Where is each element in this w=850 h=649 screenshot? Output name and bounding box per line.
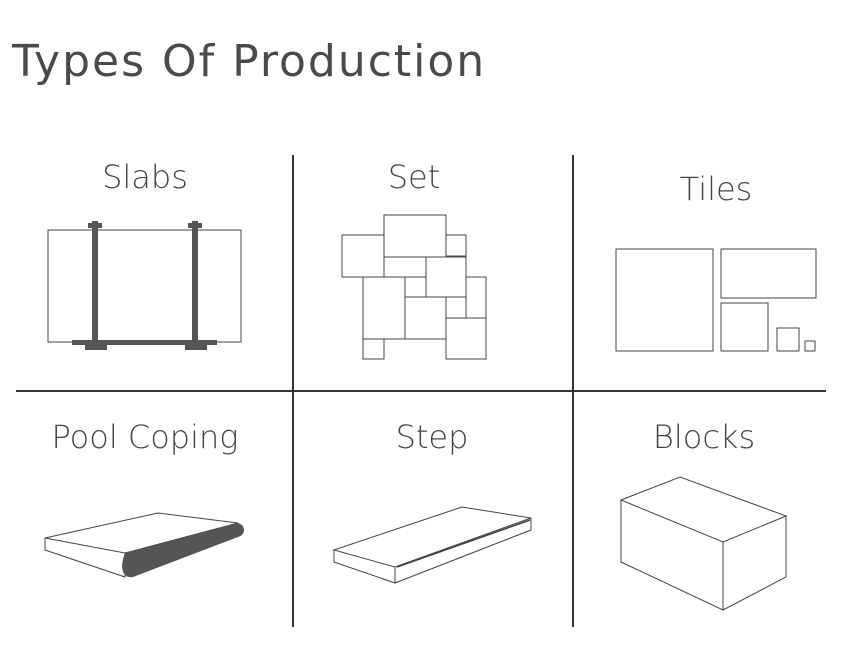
block-icon [617,472,792,617]
page-title: Types Of Production [12,36,487,87]
label-step: Step [395,418,469,456]
step-icon [330,500,540,590]
label-tiles: Tiles [679,170,753,208]
set-pattern-icon [338,210,493,365]
tiles-icon [612,245,822,355]
slabs-icon [40,215,250,355]
divider-horizontal [16,390,826,392]
label-set: Set [387,158,441,196]
pool-coping-icon [40,505,250,585]
label-slabs: Slabs [102,158,188,196]
label-blocks: Blocks [652,418,756,456]
label-pool-coping: Pool Coping [51,418,239,456]
